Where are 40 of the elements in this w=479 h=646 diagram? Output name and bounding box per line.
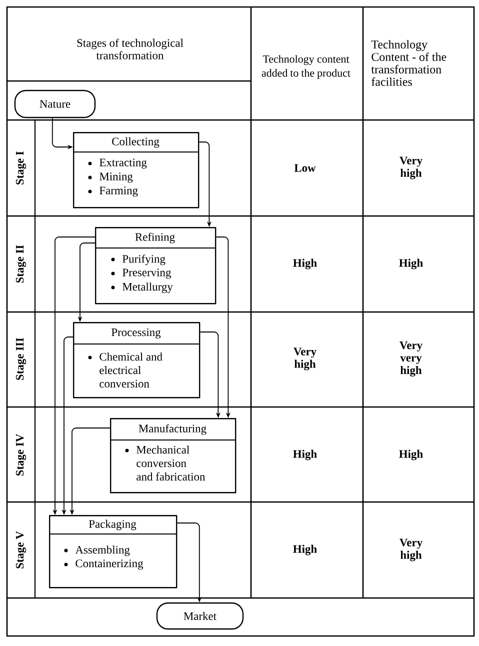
rating-text: High	[293, 450, 317, 460]
list-item: Farming	[100, 186, 138, 197]
rating-text: High	[399, 450, 423, 460]
list-item: Mining	[100, 172, 133, 183]
list-item: Chemical and electrical conversion	[100, 352, 162, 388]
rating-text: High	[293, 258, 317, 270]
rounded-box: Market	[156, 602, 244, 630]
list-item: Preserving	[122, 268, 171, 279]
stage-label: Stage V	[16, 531, 26, 568]
box-title: Packaging	[88, 520, 136, 530]
rating-text: Very high	[294, 348, 316, 370]
process-box	[110, 418, 236, 494]
box-title: Manufacturing	[138, 424, 206, 435]
list-item: Metallurgy	[122, 282, 173, 294]
box-title: Refining	[135, 232, 175, 244]
box-title: Collecting	[112, 137, 160, 148]
process-box	[48, 515, 178, 588]
column-heading: Stages of technological transformation	[77, 38, 184, 60]
rating-text: Low	[294, 164, 316, 172]
rating-text: High	[293, 544, 317, 556]
rating-text: Very very high	[400, 342, 422, 376]
rating-text: Very high	[400, 156, 422, 180]
list-item: Mechanical conversion and fabrication	[136, 446, 206, 481]
stage-label: Stage II	[16, 245, 26, 283]
stage-label: Stage III	[16, 338, 26, 380]
process-box	[94, 227, 216, 304]
rating-text: High	[399, 258, 423, 270]
box-title: Processing	[112, 328, 161, 339]
process-box	[72, 132, 200, 208]
stage-label: Stage IV	[16, 434, 26, 476]
rounded-box: Nature	[14, 90, 96, 118]
rating-text: Very high	[400, 538, 422, 562]
list-item: Containerizing	[76, 560, 144, 570]
list-item: Purifying	[122, 254, 166, 266]
list-item: Assembling	[75, 546, 130, 556]
stage-label: Stage I	[16, 151, 26, 184]
column-heading: Technology content added to the product	[262, 55, 350, 79]
column-heading: Technology Content - of the transformation facilities	[371, 40, 446, 86]
list-item: Extracting	[100, 158, 147, 169]
process-box	[72, 322, 200, 398]
